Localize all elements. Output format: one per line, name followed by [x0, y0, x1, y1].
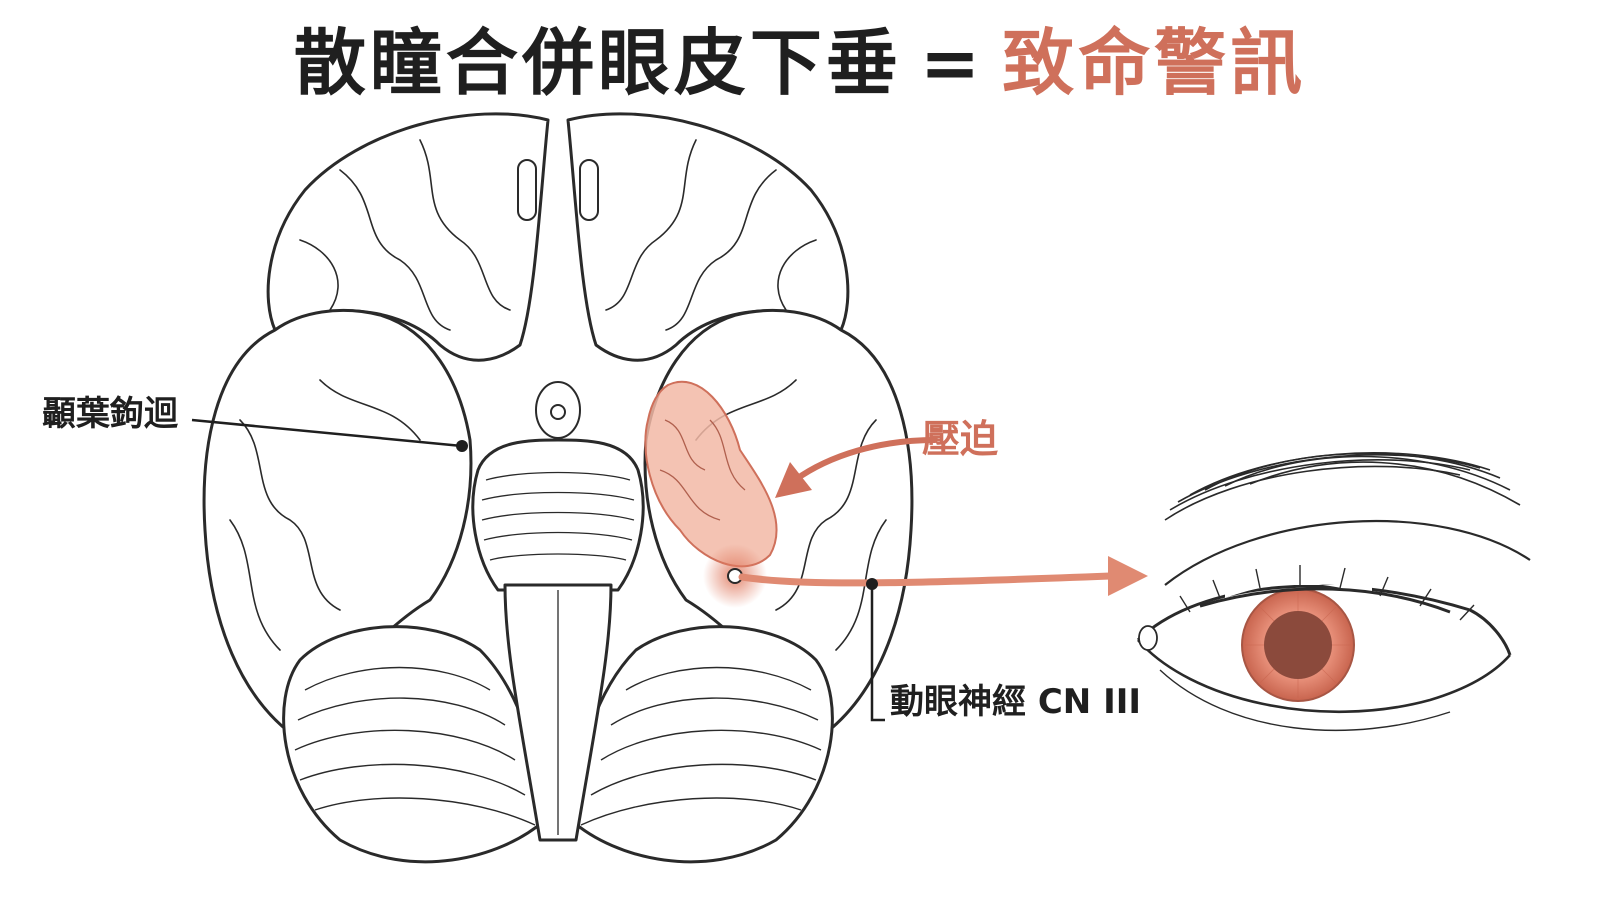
pons	[473, 440, 643, 590]
eyelid-fold	[1165, 521, 1530, 585]
label-nerve: 動眼神經 CN III	[890, 682, 1141, 722]
dilated-pupil	[1264, 611, 1332, 679]
right-cerebellum	[571, 627, 832, 862]
eyebrow	[1165, 453, 1520, 520]
label-uncus: 顳葉鉤迴	[42, 394, 179, 434]
left-cerebellum	[284, 627, 545, 862]
nerve-arrow-head	[1108, 556, 1148, 596]
label-compression: 壓迫	[922, 417, 998, 461]
uncus-dot	[456, 440, 468, 452]
